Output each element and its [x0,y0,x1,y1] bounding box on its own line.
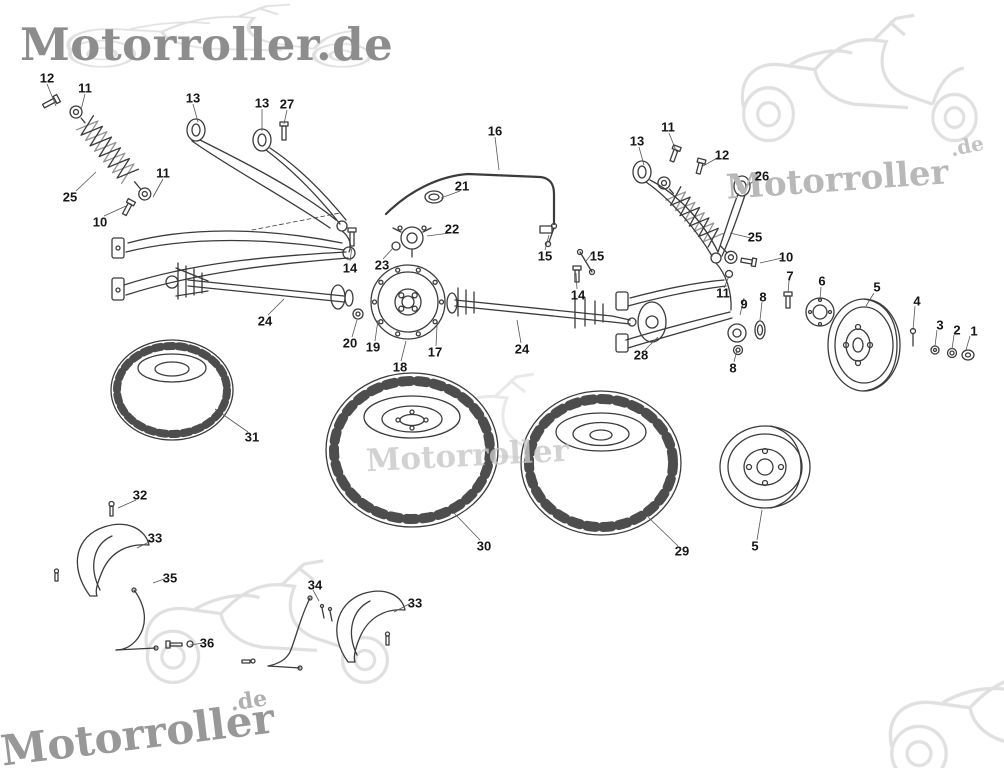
brake-disc [370,264,446,340]
washer-23 [391,241,401,251]
washer-2-inner [949,350,955,356]
circlip-21-inner [428,193,440,201]
screw-bottom-small [241,658,256,664]
rim-front-5 [827,298,901,392]
fender-front-left [76,523,150,597]
nut-3-inner [932,347,938,353]
rim-rear-5 [719,425,811,509]
washer-8-bottom-inner [735,347,741,353]
assembly-dash-line [251,212,341,231]
cv-axle-right [446,287,637,329]
tire-31 [110,339,234,441]
cap-1 [961,349,975,361]
washer-8-bottom [732,344,744,356]
screw-32 [108,500,115,517]
tire-29 [520,390,682,536]
bushing-11-right-low [724,269,734,279]
bearing-9-inner [732,328,742,338]
scooter-sketch-top-left [66,2,372,69]
circlip-21 [424,190,444,204]
wheel-hub-left [392,225,432,258]
bolt-12-left [41,93,62,109]
lower-a-arm-right [615,262,733,353]
seal-8-top [754,320,766,340]
bracket-34 [267,595,313,671]
scooter-sketch-bottom-right [888,649,1004,768]
screws-34-small [319,603,333,622]
bolt-7 [783,291,793,309]
seal-8-top-inner [756,324,764,336]
bolt-36 [165,640,194,649]
bearing-9 [727,323,747,343]
tire-30 [325,372,499,528]
cv-axle-left [165,262,354,310]
washer-2 [946,347,958,359]
bolt-4 [909,327,917,347]
nut-3 [930,345,940,355]
screw-right-fender [384,631,391,646]
upper-a-arm-left [186,118,348,232]
shock-absorber-right [657,176,738,264]
screw-left-small [53,568,60,582]
bolt-12-right [695,157,707,175]
bolt-10-right [740,257,758,268]
lower-a-arm-left [111,230,356,301]
bolt-10-left [121,197,137,217]
brake-hub-6 [805,297,835,327]
fender-front-right [336,590,406,663]
bracket-35 [115,587,159,651]
stabilizer-bar [384,172,596,276]
ring-20 [352,308,364,320]
bolt-14-right [572,265,582,283]
upper-a-arm-right [632,160,751,264]
cap-1-inner [964,352,972,358]
shock-absorber-left [69,105,152,201]
bolt-27 [279,121,289,141]
leader-lines [46,83,971,646]
ring-20-inner [355,311,361,317]
scooter-sketch-top-right [740,13,978,143]
bolt-14-left [347,227,357,247]
